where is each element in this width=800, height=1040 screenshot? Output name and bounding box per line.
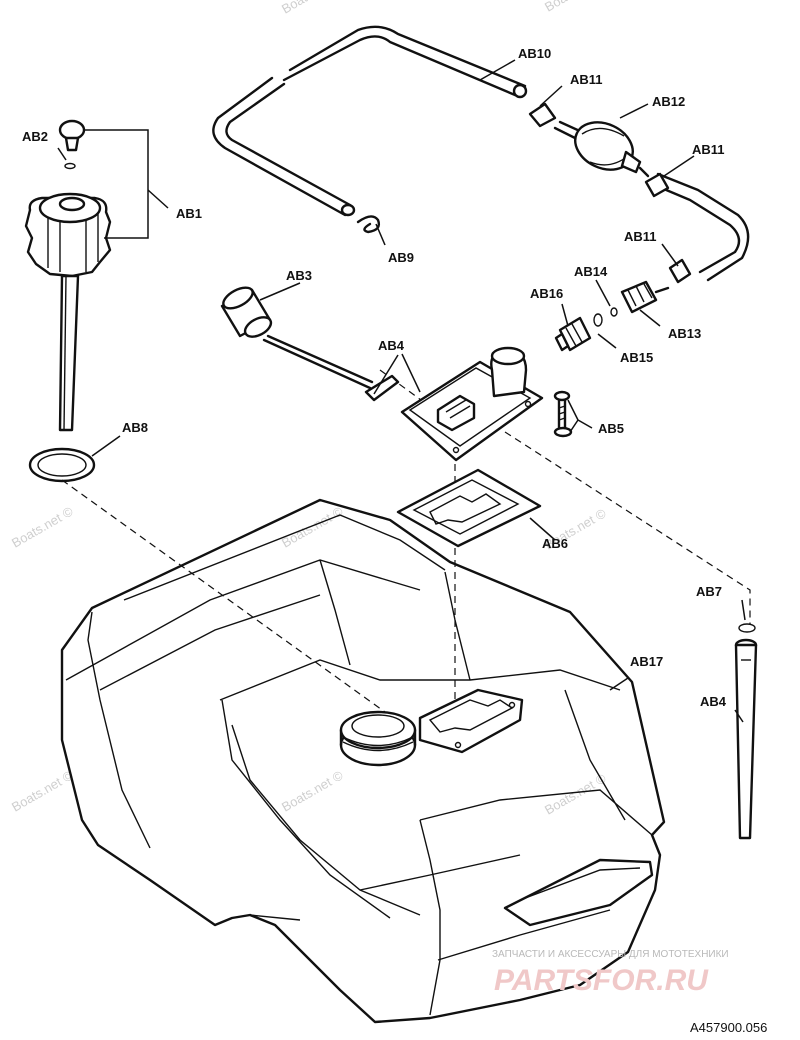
label-ab5: AB5 [598,421,624,436]
label-ab16: AB16 [530,286,563,301]
watermark: Boats.net © [542,0,609,15]
label-ab11-b: AB11 [692,142,725,157]
screw [553,390,573,438]
label-ab17: AB17 [630,654,663,669]
label-ab2: AB2 [22,129,48,144]
label-ab8: AB8 [122,420,148,435]
tank-fitting [554,280,670,352]
label-ab11-c: AB11 [624,229,657,244]
label-ab13: AB13 [668,326,701,341]
assembly-lines [61,369,751,745]
leader-lines [57,59,746,723]
watermark: Boats.net © [542,770,609,817]
label-ab10: AB10 [518,46,551,61]
label-ab6: AB6 [542,536,568,551]
brand-name: PARTSFOR.RU [494,964,709,997]
o-ring [28,447,96,483]
o-ring-inner [37,453,87,477]
label-ab7: AB7 [696,584,722,599]
fuel-hose [212,25,750,282]
vent-knob [58,119,86,170]
label-ab9: AB9 [388,250,414,265]
fuel-tank [60,498,666,1024]
label-ab1: AB1 [176,206,202,221]
watermark: Boats.net © [279,503,346,550]
label-ab14: AB14 [574,264,608,279]
pickup-tube [734,623,758,840]
label-ab12: AB12 [652,94,685,109]
watermark: Boats.net © [9,503,76,550]
brand-logo: ЗАПЧАСТИ И АКСЕССУАРЫ ДЛЯ МОТОТЕХНИКИ PA… [492,949,729,997]
label-ab11-a: AB11 [570,72,603,87]
label-ab4-top: AB4 [378,338,405,353]
brand-tagline: ЗАПЧАСТИ И АКСЕССУАРЫ ДЛЯ МОТОТЕХНИКИ [492,949,729,960]
fuel-sender [220,286,544,462]
hose-connector [528,102,692,284]
label-ab3: AB3 [286,268,312,283]
label-ab15: AB15 [620,350,653,365]
fuel-cap-assembly [24,192,112,432]
figure-code: A457900.056 [690,1020,767,1035]
primer-bulb [553,120,650,178]
part-labels: AB1 AB2 AB3 AB4 AB5 AB6 AB7 AB8 AB9 AB10… [22,46,727,709]
watermark: Boats.net © [9,767,76,814]
watermark: Boats.net © [279,0,346,17]
label-ab4-side: AB4 [700,694,727,709]
watermark: Boats.net © [279,767,346,814]
gasket [396,468,542,548]
